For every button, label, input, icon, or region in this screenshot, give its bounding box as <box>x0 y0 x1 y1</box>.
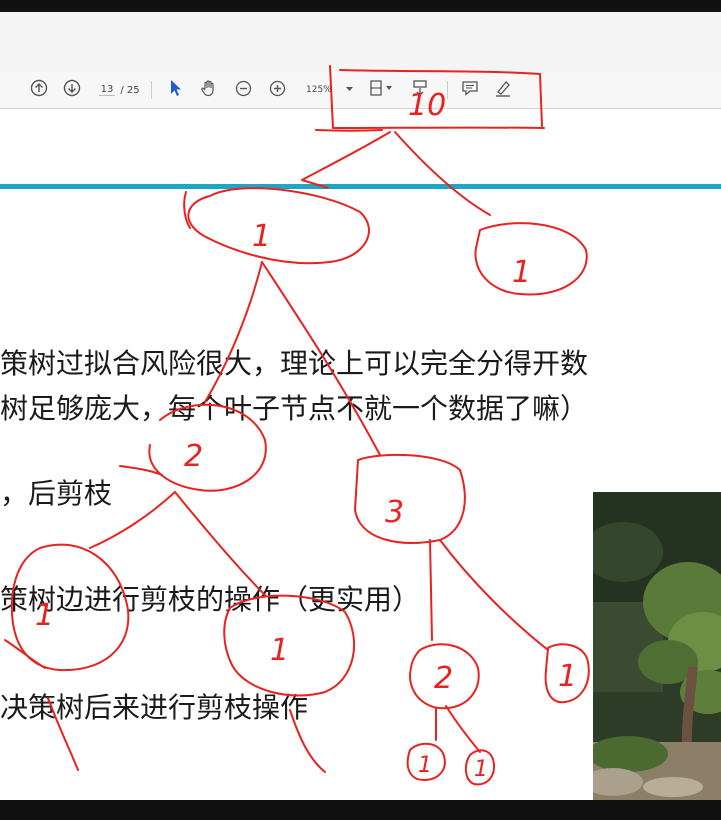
slide-line-5: 决策树后来进行剪枝操作 <box>0 691 309 724</box>
highlight-pen-icon <box>494 79 512 101</box>
node-level3-d <box>544 643 590 704</box>
slide-title-rule <box>0 184 721 189</box>
node-level4-a <box>406 742 446 781</box>
ink-label-level1-left: 1 <box>252 219 271 254</box>
comment-button[interactable] <box>459 72 481 108</box>
ink-label-level1-right: 1 <box>512 255 531 290</box>
hand-icon <box>200 79 218 101</box>
highlight-button[interactable] <box>492 72 514 108</box>
comment-icon <box>461 79 479 101</box>
toolbar-divider <box>447 81 448 99</box>
arrow-down-circle-icon <box>63 79 81 101</box>
previous-page-button[interactable] <box>28 72 50 108</box>
slide-line-3: ，后剪枝 <box>0 477 113 510</box>
ink-label-level4-b: 1 <box>474 757 488 782</box>
ink-label-level3-b: 1 <box>270 633 289 668</box>
zoom-select[interactable]: 125% <box>300 72 354 108</box>
scroll-mode-button[interactable] <box>409 72 431 108</box>
page-total: / 25 <box>120 84 140 96</box>
toolbar-divider <box>151 81 152 99</box>
fit-page-button[interactable] <box>366 72 396 108</box>
zoom-value: 125% <box>306 85 332 95</box>
ink-label-level2-right: 3 <box>385 495 404 530</box>
ink-label-level3-d: 1 <box>558 659 577 694</box>
ink-label-level4-a: 1 <box>418 753 432 778</box>
select-tool-button[interactable] <box>166 72 186 108</box>
slide-line-2: 树足够庞大，每个叶子节点不就一个数据了嘛） <box>0 392 589 425</box>
reader-header-strip <box>0 12 721 73</box>
node-level4-b <box>464 749 495 786</box>
zoom-out-icon <box>235 80 252 101</box>
zoom-out-button[interactable] <box>233 72 253 108</box>
fit-page-icon <box>368 79 394 101</box>
next-page-button[interactable] <box>61 72 83 108</box>
slide-line-4: 策树边进行剪枝的操作（更实用） <box>0 583 421 616</box>
window-bottom-edge <box>0 800 721 820</box>
node-level3-c <box>409 643 480 710</box>
select-cursor-icon <box>169 79 183 101</box>
scroll-mode-icon <box>411 79 429 101</box>
pdf-toolbar: 13 / 25 125% <box>0 72 721 109</box>
page-number-input[interactable]: 13 <box>98 84 116 96</box>
window-top-edge <box>0 0 721 12</box>
chevron-down-icon <box>345 85 353 95</box>
zoom-in-button[interactable] <box>267 72 287 108</box>
bonsai-photo <box>593 492 721 800</box>
node-level1-left <box>187 187 370 265</box>
ink-label-level3-c: 2 <box>434 661 453 696</box>
hand-tool-button[interactable] <box>198 72 220 108</box>
node-level2-right <box>354 453 466 544</box>
node-level1-right <box>474 222 588 296</box>
ink-label-level2-left: 2 <box>184 439 203 474</box>
zoom-in-icon <box>269 80 286 101</box>
arrow-up-circle-icon <box>30 79 48 101</box>
slide-line-1: 策树过拟合风险很大，理论上可以完全分得开数 <box>0 347 589 380</box>
